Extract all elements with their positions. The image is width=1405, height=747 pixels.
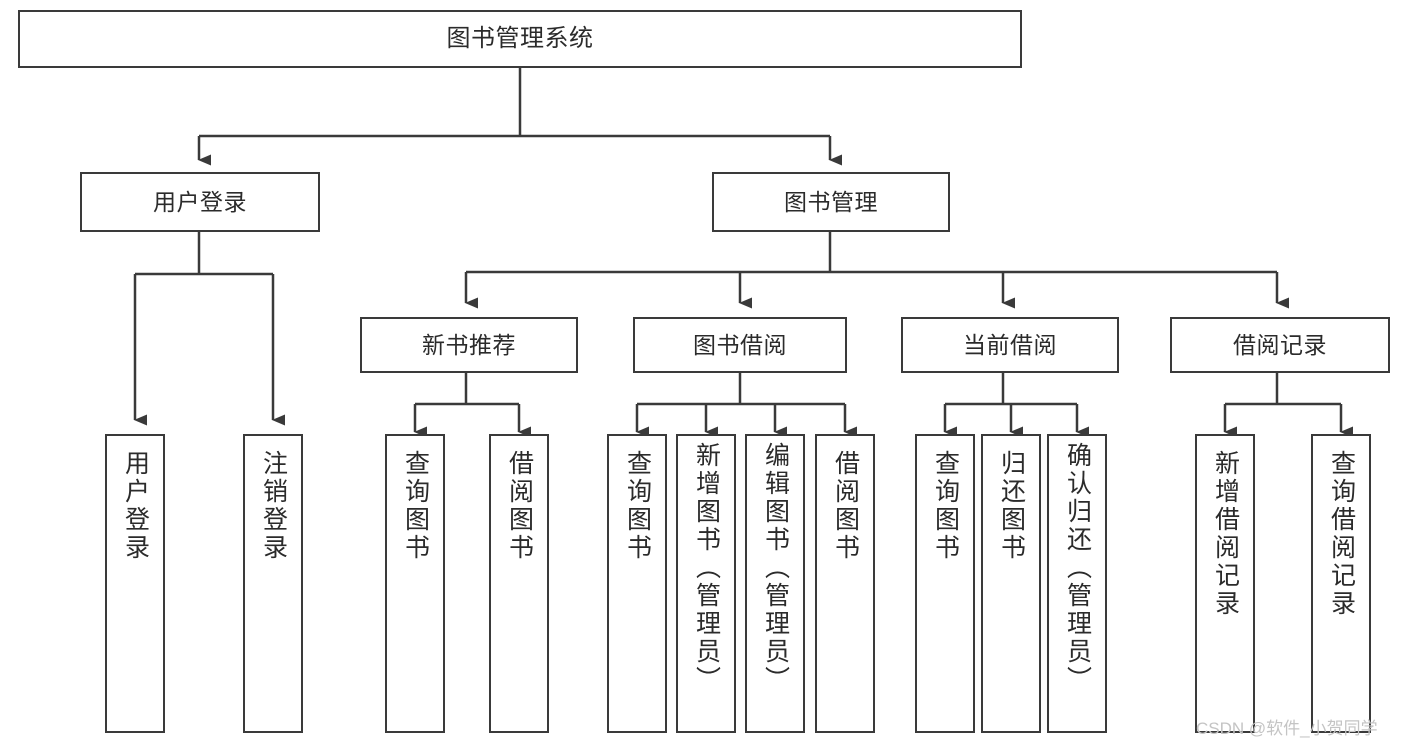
node-leaf-confirm-return-label: 确认归还（管理员） xyxy=(1063,442,1092,694)
node-leaf-query-book-3-label: 查询图书 xyxy=(931,450,960,562)
node-book-management-label: 图书管理 xyxy=(784,188,878,215)
node-leaf-borrow-book-1[interactable]: 借阅图书 xyxy=(489,434,549,733)
node-leaf-borrow-book-1-label: 借阅图书 xyxy=(505,450,534,562)
node-leaf-logout-login-label: 注销登录 xyxy=(259,450,288,562)
node-leaf-query-book-1[interactable]: 查询图书 xyxy=(385,434,445,733)
node-leaf-add-borrow-record[interactable]: 新增借阅记录 xyxy=(1195,434,1255,733)
node-current-borrow[interactable]: 当前借阅 xyxy=(901,317,1119,373)
node-leaf-confirm-return[interactable]: 确认归还（管理员） xyxy=(1047,434,1107,733)
node-leaf-query-book-3[interactable]: 查询图书 xyxy=(915,434,975,733)
node-leaf-return-book-label: 归还图书 xyxy=(997,450,1026,562)
node-leaf-borrow-book-2-label: 借阅图书 xyxy=(831,450,860,562)
node-leaf-query-borrow-record-label: 查询借阅记录 xyxy=(1327,450,1356,618)
node-leaf-query-book-1-label: 查询图书 xyxy=(401,450,430,562)
node-leaf-query-book-2-label: 查询图书 xyxy=(623,450,652,562)
node-book-borrow[interactable]: 图书借阅 xyxy=(633,317,847,373)
node-borrow-record-label: 借阅记录 xyxy=(1233,331,1327,358)
node-leaf-add-book-label: 新增图书（管理员） xyxy=(692,442,721,694)
node-current-borrow-label: 当前借阅 xyxy=(963,331,1057,358)
node-leaf-add-borrow-record-label: 新增借阅记录 xyxy=(1211,450,1240,618)
node-leaf-edit-book[interactable]: 编辑图书（管理员） xyxy=(745,434,805,733)
node-book-borrow-label: 图书借阅 xyxy=(693,331,787,358)
node-borrow-record[interactable]: 借阅记录 xyxy=(1170,317,1390,373)
node-root[interactable]: 图书管理系统 xyxy=(18,10,1022,68)
watermark-text: CSDN @软件_小贺同学 xyxy=(1196,719,1378,738)
node-user-login-label: 用户登录 xyxy=(153,188,247,215)
node-leaf-query-book-2[interactable]: 查询图书 xyxy=(607,434,667,733)
node-leaf-user-login[interactable]: 用户登录 xyxy=(105,434,165,733)
node-book-management[interactable]: 图书管理 xyxy=(712,172,950,232)
node-root-label: 图书管理系统 xyxy=(446,25,594,53)
node-leaf-query-borrow-record[interactable]: 查询借阅记录 xyxy=(1311,434,1371,733)
node-leaf-borrow-book-2[interactable]: 借阅图书 xyxy=(815,434,875,733)
node-leaf-user-login-label: 用户登录 xyxy=(121,450,150,562)
node-leaf-edit-book-label: 编辑图书（管理员） xyxy=(761,442,790,694)
node-leaf-add-book[interactable]: 新增图书（管理员） xyxy=(676,434,736,733)
node-leaf-logout-login[interactable]: 注销登录 xyxy=(243,434,303,733)
node-new-book-recommend[interactable]: 新书推荐 xyxy=(360,317,578,373)
node-new-book-recommend-label: 新书推荐 xyxy=(422,331,516,358)
node-leaf-return-book[interactable]: 归还图书 xyxy=(981,434,1041,733)
node-user-login[interactable]: 用户登录 xyxy=(80,172,320,232)
